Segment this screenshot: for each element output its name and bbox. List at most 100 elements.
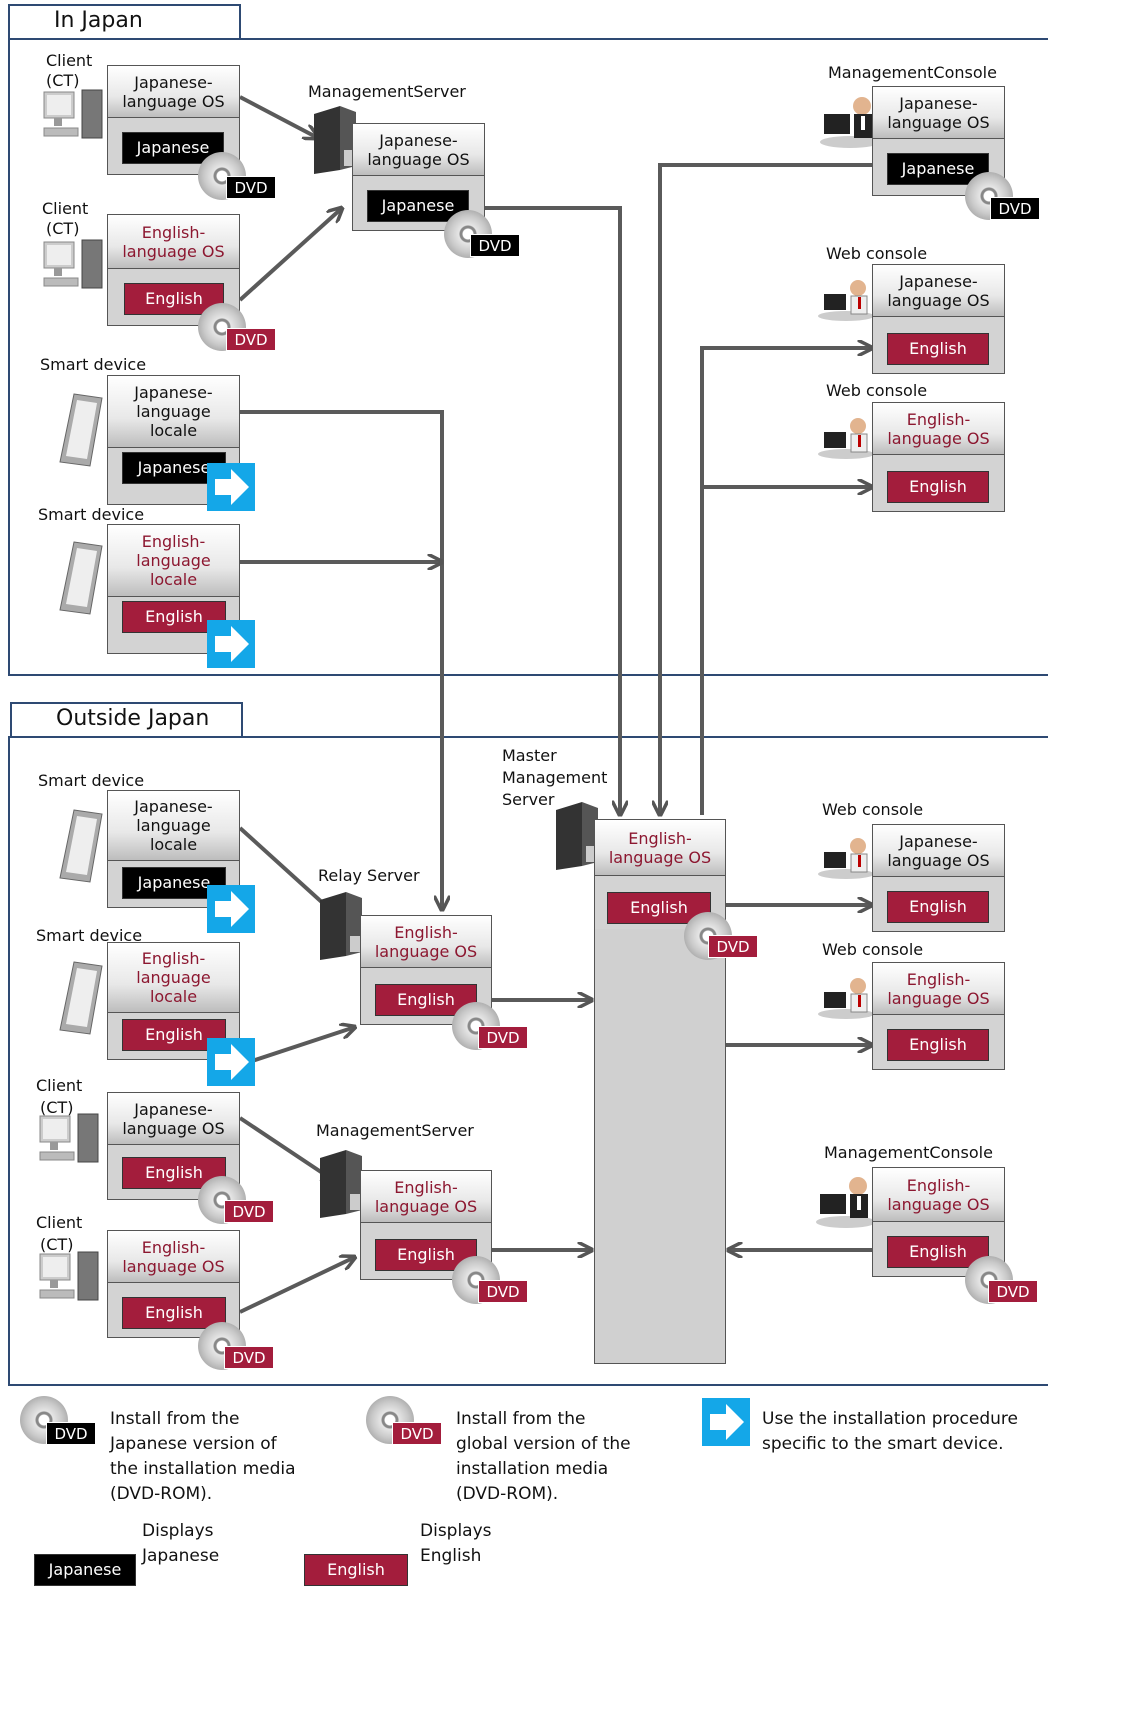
desktop-computer-icon — [38, 1112, 100, 1170]
smart-device-arrow-icon — [207, 885, 255, 933]
dvd-english-tag: DVD — [988, 1280, 1038, 1303]
master-management-server-label: Master Management Server — [502, 746, 608, 809]
legend-smart-device-text: Use the installation procedure specific … — [762, 1409, 1018, 1454]
english-badge: English — [887, 1029, 989, 1061]
relay-server-box: English-language OS English — [360, 915, 492, 1025]
desktop-computer-icon — [42, 238, 104, 296]
arrow-osmart2-to-relay — [239, 1027, 355, 1067]
dvd-japanese-tag: DVD — [470, 234, 520, 257]
tablet-icon — [56, 392, 106, 470]
outside-region-title: Outside Japan — [56, 706, 210, 731]
client-label: Client — [46, 51, 93, 70]
legend-smart-device-arrow-icon — [702, 1398, 750, 1446]
dvd-english-tag: DVD — [226, 328, 276, 351]
oclient1-box: Japanese-language OS English — [107, 1092, 240, 1200]
smart-device-arrow-icon — [207, 1038, 255, 1086]
english-badge: English — [122, 1297, 226, 1329]
web-console-label: Web console — [822, 800, 924, 819]
web-console-label: Web console — [826, 381, 928, 400]
client-label: Client — [36, 1213, 83, 1232]
legend-displays-english: Displays English — [420, 1521, 492, 1566]
dvd-japanese-tag: DVD — [990, 197, 1040, 220]
arrow-oclient2-to-ms — [239, 1257, 355, 1314]
operator-icon — [814, 1172, 878, 1230]
server-icon — [316, 890, 376, 962]
arrow-client1-to-ms — [239, 95, 318, 138]
tablet-icon — [56, 960, 106, 1038]
english-badge: English — [375, 1239, 477, 1271]
english-badge: English — [887, 891, 989, 923]
arrow-client2-to-ms — [238, 208, 342, 302]
management-console-label: ManagementConsole — [828, 63, 997, 82]
management-console-label: ManagementConsole — [824, 1143, 993, 1162]
smart-device-label: Smart device — [36, 926, 143, 945]
relay-server-label: Relay Server — [318, 866, 420, 885]
web-console2-box: English-language OS English — [872, 402, 1005, 512]
arrow-console-to-master — [660, 163, 872, 815]
management-server-label: ManagementServer — [308, 82, 466, 101]
management-server-label: ManagementServer — [316, 1121, 474, 1140]
smart-device-arrow-icon — [207, 463, 255, 511]
english-badge: English — [887, 333, 989, 365]
dvd-english-tag: DVD — [478, 1026, 528, 1049]
smart-device-label: Smart device — [38, 505, 145, 524]
japan-region-title: In Japan — [54, 8, 143, 33]
operator-icon — [816, 414, 876, 460]
operator-icon — [816, 834, 876, 880]
client-ct-label: (CT) — [46, 219, 80, 238]
arrow-ms-to-master — [485, 206, 620, 815]
dvd-japanese-tag: DVD — [226, 176, 276, 199]
legend-japanese-badge: Japanese — [34, 1554, 136, 1586]
desktop-computer-icon — [42, 88, 104, 146]
operator-icon — [816, 974, 876, 1020]
tablet-icon — [56, 540, 106, 618]
legend-global-dvd-text: Install from the global version of the i… — [456, 1409, 631, 1504]
english-badge: English — [887, 471, 989, 503]
oclient2-box: English-language OS English — [107, 1230, 240, 1338]
client-ct-label: (CT) — [40, 1235, 74, 1254]
dvd-english-tag: DVD — [708, 935, 758, 958]
dvd-english-tag: DVD — [224, 1200, 274, 1223]
japanese-badge: Japanese — [367, 190, 469, 222]
japan-region — [8, 38, 1048, 676]
legend-displays-japanese: Displays Japanese — [142, 1521, 220, 1566]
desktop-computer-icon — [38, 1250, 100, 1308]
japan-region-tab: In Japan — [8, 4, 241, 40]
client-label: Client — [36, 1076, 83, 1095]
smart-device-label: Smart device — [40, 355, 147, 374]
o-management-server-box: English-language OS English — [360, 1170, 492, 1280]
oweb-console1-box: Japanese-language OS English — [872, 824, 1005, 932]
web-console1-box: Japanese-language OS English — [872, 264, 1005, 374]
web-console-label: Web console — [822, 940, 924, 959]
legend-japanese-dvd-text: Install from the Japanese version of the… — [110, 1409, 296, 1504]
operator-icon — [816, 276, 876, 322]
oweb-console2-box: English-language OS English — [872, 962, 1005, 1070]
client-label: Client — [42, 199, 89, 218]
client1-box: Japanese-language OS Japanese — [107, 65, 240, 175]
english-badge: English — [375, 984, 477, 1016]
arrow-smart1-to-relay — [240, 410, 442, 910]
legend-english-badge: English — [304, 1554, 408, 1586]
outside-region — [8, 736, 1048, 1386]
tablet-icon — [56, 808, 106, 886]
client-ct-label: (CT) — [40, 1098, 74, 1117]
operator-icon — [818, 92, 882, 150]
arrow-master-to-web1 — [700, 348, 872, 815]
dvd-english-tag: DVD — [478, 1280, 528, 1303]
smart-device-label: Smart device — [38, 771, 145, 790]
client-ct-label: (CT) — [46, 71, 80, 90]
outside-region-tab: Outside Japan — [10, 702, 243, 738]
legend-dvd-english-tag: DVD — [392, 1422, 442, 1445]
smart-device-arrow-icon — [207, 620, 255, 668]
dvd-english-tag: DVD — [224, 1346, 274, 1369]
english-badge: English — [122, 1157, 226, 1189]
web-console-label: Web console — [826, 244, 928, 263]
japanese-badge: Japanese — [122, 132, 224, 164]
legend-dvd-japanese-tag: DVD — [46, 1422, 96, 1445]
management-server-box: Japanese-language OS Japanese — [352, 123, 485, 231]
